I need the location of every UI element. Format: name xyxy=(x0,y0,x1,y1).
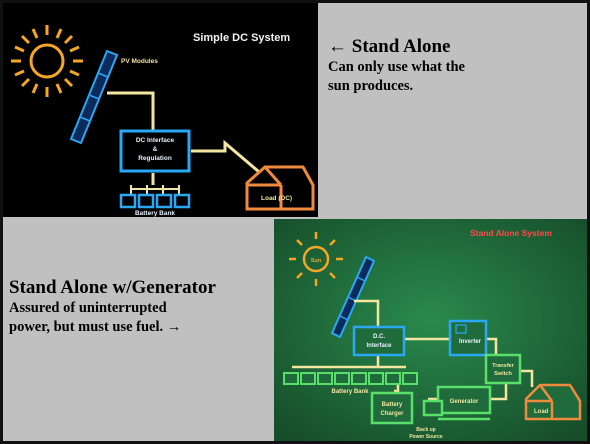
simple-dc-diagram: PV Modules Simple DC System DC Interface… xyxy=(11,25,315,217)
dc-interface-box xyxy=(119,129,191,173)
battery-bank-label: Battery Bank xyxy=(331,389,369,395)
battery-charger-label-1: Battery xyxy=(382,402,403,408)
simple-dc-system-image: PV Modules Simple DC System DC Interface… xyxy=(3,3,318,217)
sun-label: Sun xyxy=(311,258,322,264)
dc-interface-label-1: DC Interface xyxy=(136,137,175,144)
dc-interface-label-3: Regulation xyxy=(138,155,172,162)
pv-module-panel xyxy=(69,49,119,145)
battery-bank-label: Battery Bank xyxy=(135,210,175,217)
load-house-icon xyxy=(245,165,315,211)
stand-alone-line-1: Can only use what the xyxy=(328,59,465,75)
load-label: Load xyxy=(534,409,549,415)
transfer-switch-label-1: Transfer xyxy=(492,363,515,369)
stand-alone-system-image: Stand Alone System Sun xyxy=(274,219,587,441)
backup-label-2: Power Source xyxy=(409,434,443,440)
stand-alone-generator-line-1: Assured of uninterrupted xyxy=(9,300,167,316)
inverter-label: Inverter xyxy=(459,339,482,345)
dc-interface-label-2: Interface xyxy=(366,343,392,349)
sun-icon xyxy=(11,25,83,97)
generator-icon xyxy=(422,385,492,421)
battery-charger-label-2: Charger xyxy=(380,411,404,417)
pv-modules-label: PV Modules xyxy=(121,58,158,65)
dc-interface-label-1: D.C. xyxy=(373,334,385,340)
stand-alone-generator-line-2: power, but must use fuel. → xyxy=(9,319,182,335)
dc-interface-box xyxy=(352,325,406,357)
load-house-icon xyxy=(524,383,582,421)
transfer-switch-label-2: Switch xyxy=(494,371,512,377)
battery-bank xyxy=(283,372,418,385)
wires xyxy=(107,91,266,185)
wires xyxy=(292,299,534,401)
dc-interface-label-2: & xyxy=(153,146,158,153)
transfer-switch-box xyxy=(484,353,522,385)
stand-alone-generator-heading: Stand Alone w/Generator xyxy=(9,277,216,298)
battery-charger-box xyxy=(370,391,414,425)
sun-icon xyxy=(289,232,343,286)
battery-bank xyxy=(119,185,191,209)
stand-alone-line-2: sun produces. xyxy=(328,78,414,94)
stand-alone-heading: ← Stand Alone xyxy=(328,36,451,57)
stand-alone-diagram: Stand Alone System Sun xyxy=(274,219,587,441)
generator-label: Generator xyxy=(450,399,479,405)
inverter-box xyxy=(448,319,488,357)
backup-label-1: Back up xyxy=(416,427,435,433)
simple-dc-title: Simple DC System xyxy=(193,32,290,44)
load-dc-label: Load (DC) xyxy=(261,195,292,202)
stand-alone-system-title: Stand Alone System xyxy=(470,228,552,238)
stand-alone-generator-description: Stand Alone w/Generator Assured of unint… xyxy=(9,277,271,337)
stand-alone-description: ← Stand Alone Can only use what the sun … xyxy=(328,36,578,96)
